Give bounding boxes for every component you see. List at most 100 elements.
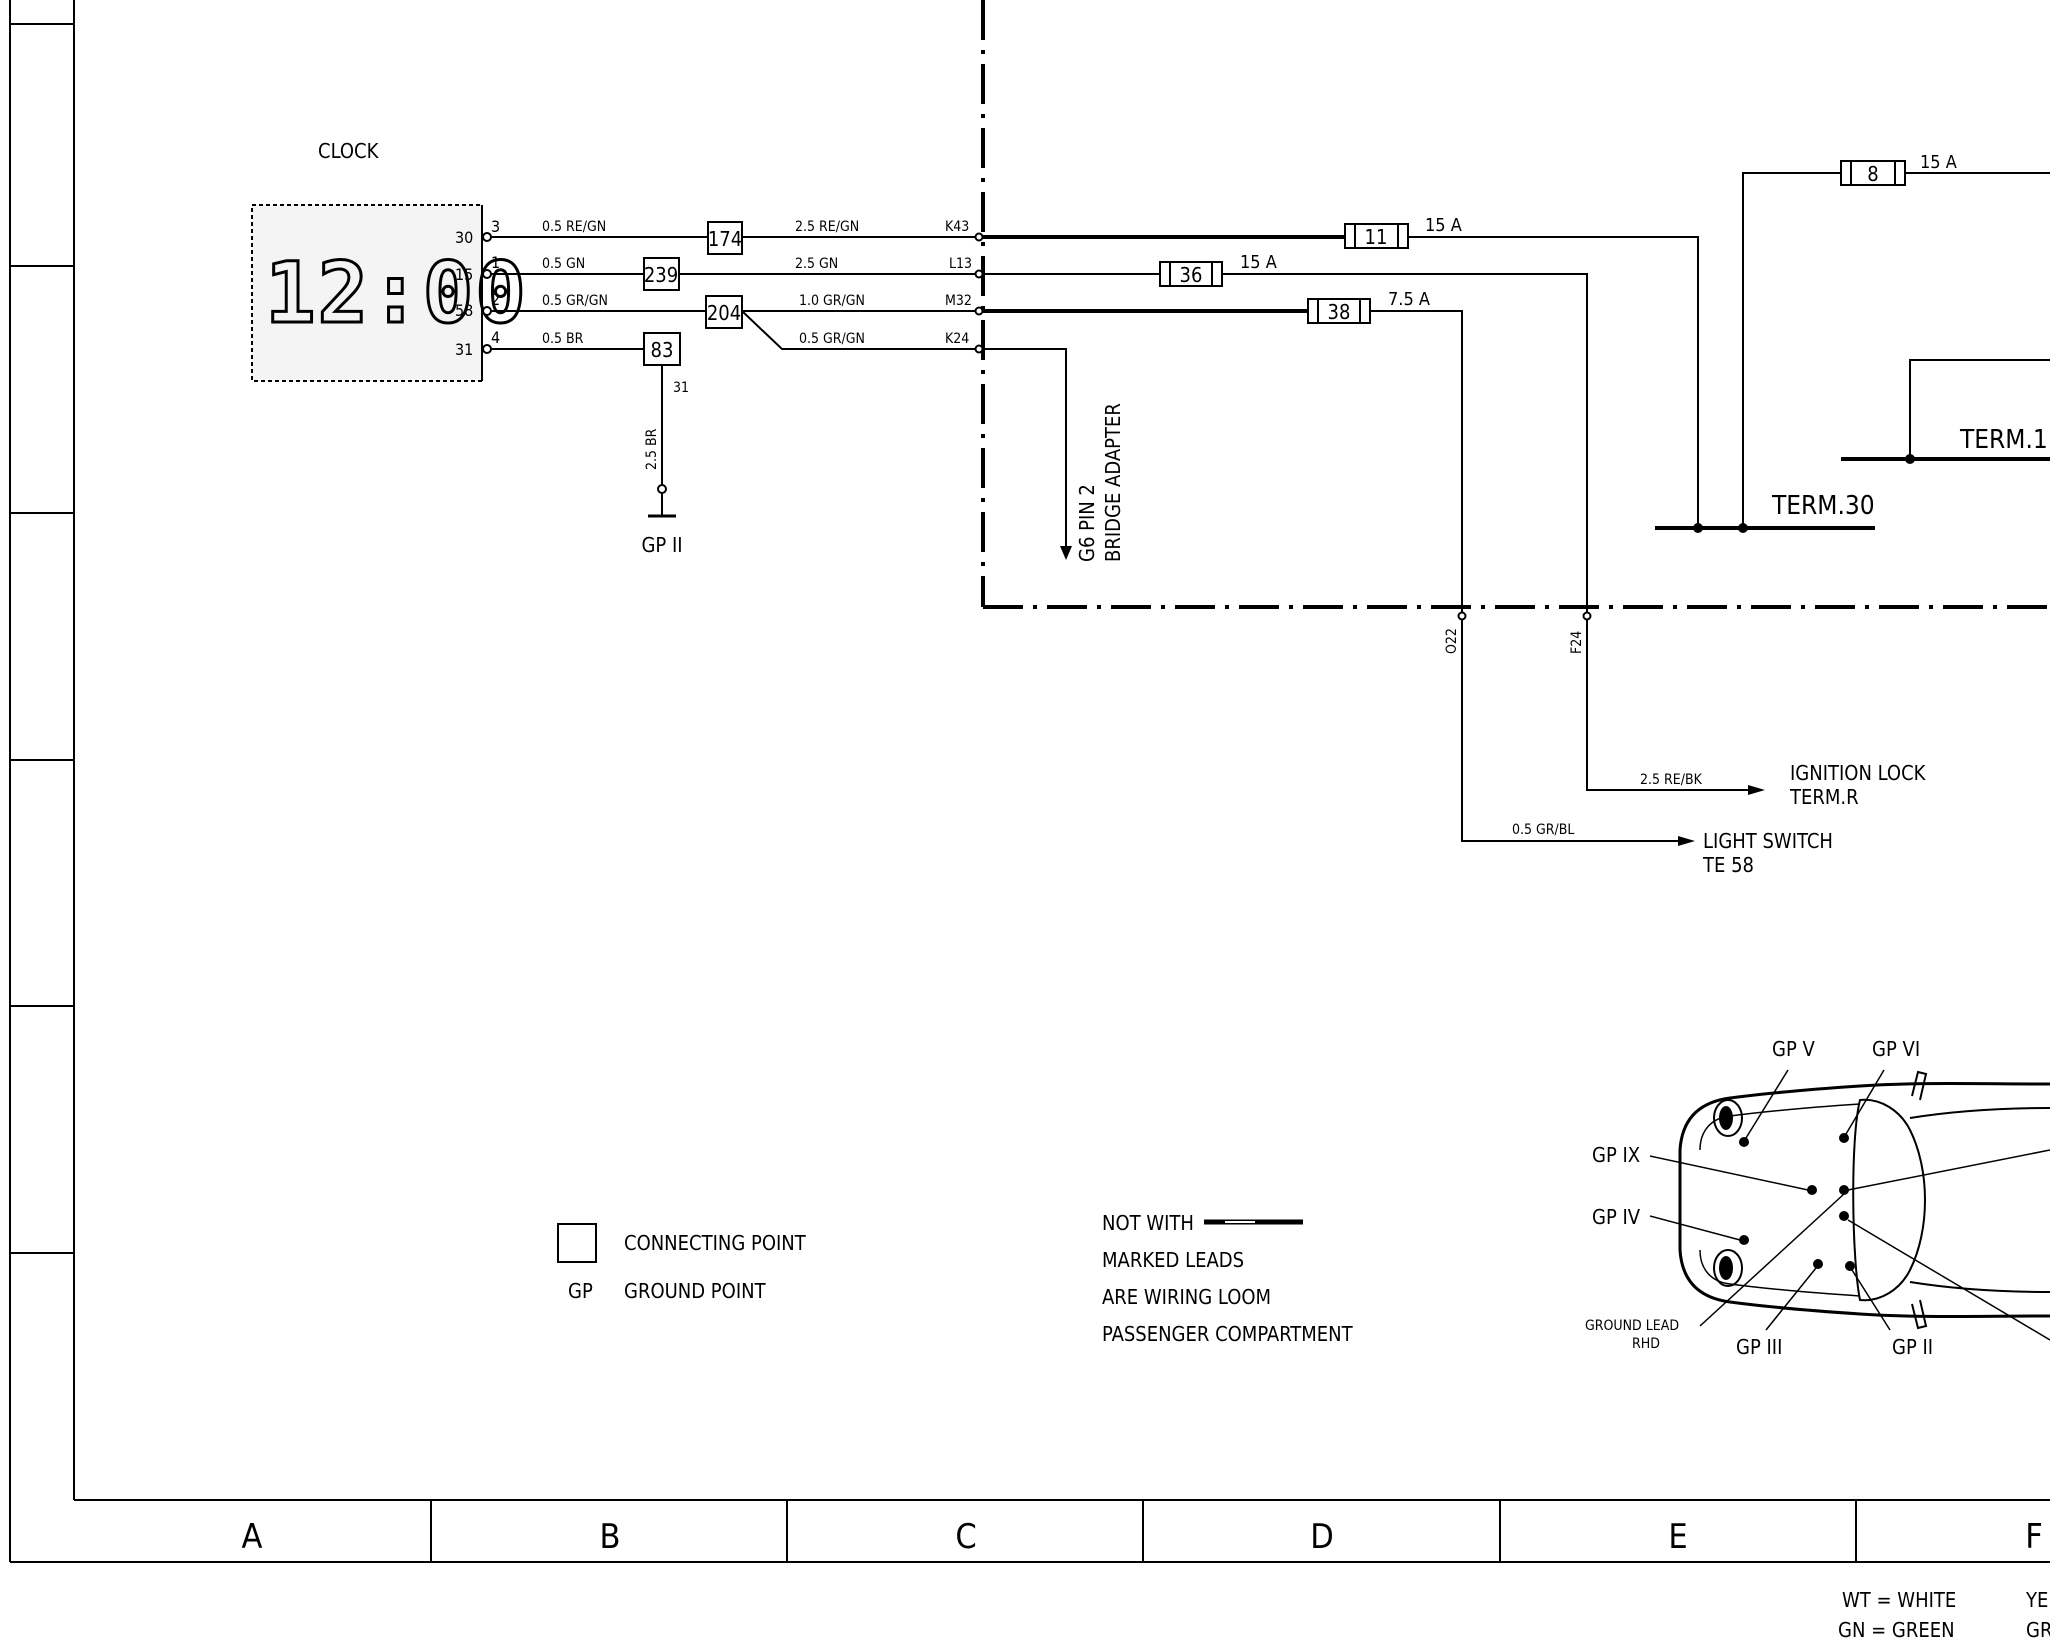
fuse-8: 8 15 A xyxy=(1840,152,1957,186)
note-line-2: MARKED LEADS xyxy=(1102,1248,1244,1272)
fuse-wiring xyxy=(983,172,2050,612)
color-key-green: GN = GREEN xyxy=(1838,1618,1955,1642)
svg-text:BRIDGE ADAPTER: BRIDGE ADAPTER xyxy=(1101,403,1125,562)
wire-label-w4-right: 0.5 GR/GN xyxy=(799,331,865,347)
clock-pin-31: 31 4 xyxy=(455,328,500,359)
ground-pin-label: 31 xyxy=(673,380,689,396)
color-key: WT = WHITE GN = GREEN YE GR xyxy=(1838,1588,2050,1642)
svg-text:15 A: 15 A xyxy=(1425,215,1462,236)
svg-text:31: 31 xyxy=(455,340,473,359)
bridge-adapter-label: G6 PIN 2 BRIDGE ADAPTER xyxy=(1075,403,1125,562)
ground-lead-label-1: GROUND LEAD xyxy=(1585,1318,1679,1334)
svg-text:4: 4 xyxy=(491,328,500,347)
wire-label-light: 0.5 GR/BL xyxy=(1512,822,1574,838)
clock-display-digits: 12:00 xyxy=(265,244,528,342)
legend: CONNECTING POINT GP GROUND POINT xyxy=(557,1223,807,1303)
legend-ground-point: GROUND POINT xyxy=(624,1279,767,1303)
clock-component: CLOCK 12:00 30 3 15 1 58 2 31 4 xyxy=(251,139,528,382)
fuse-11: 11 15 A xyxy=(1344,215,1462,249)
headlamp-right xyxy=(1713,1249,1743,1287)
wire-label-w3-left: 0.5 GR/GN xyxy=(542,293,608,309)
terminal-30-label: TERM.30 xyxy=(1771,491,1875,521)
connecting-point-204: 204 xyxy=(705,295,743,329)
svg-text:3: 3 xyxy=(491,217,500,236)
connector-o22: O22 xyxy=(1444,628,1460,654)
fuse-36: 36 15 A xyxy=(1159,252,1277,287)
svg-text:15 A: 15 A xyxy=(1920,152,1957,173)
clock-title: CLOCK xyxy=(318,139,380,163)
wire-label-w4-left: 0.5 BR xyxy=(542,331,584,347)
svg-text:174: 174 xyxy=(708,227,742,251)
connecting-point-83: 83 xyxy=(643,332,681,366)
column-label-c: C xyxy=(955,1517,976,1557)
wire-label-w2-left: 0.5 GN xyxy=(542,256,585,272)
connecting-points: 174 239 204 83 xyxy=(643,221,743,366)
clock-display-panel xyxy=(251,204,483,382)
clock-pin-30: 30 3 xyxy=(455,217,500,247)
gp3-label: GP III xyxy=(1736,1335,1782,1359)
svg-text:204: 204 xyxy=(707,301,741,325)
svg-text:7.5 A: 7.5 A xyxy=(1388,289,1430,310)
gp5-label: GP V xyxy=(1772,1037,1816,1061)
wire-label-w1-right: 2.5 RE/GN xyxy=(795,219,859,235)
lower-connectors: O22 F24 2.5 RE/BK 0.5 GR/BL xyxy=(1444,611,1765,846)
wire-label-w2-right: 2.5 GN xyxy=(795,256,838,272)
loom-note: NOT WITH MARKED LEADS ARE WIRING LOOM PA… xyxy=(1102,1211,1354,1346)
connector-k24: K24 xyxy=(945,331,969,347)
fuses: 11 15 A 36 15 A 38 7.5 A 8 15 A xyxy=(1159,152,1957,324)
gp2-car-label: GP II xyxy=(1892,1335,1933,1359)
clock-wiring xyxy=(491,236,975,485)
note-line-4: PASSENGER COMPARTMENT xyxy=(1102,1322,1354,1346)
svg-text:11: 11 xyxy=(1365,225,1388,249)
destination-light-switch: LIGHT SWITCH TE 58 xyxy=(1702,829,1833,877)
connector-f24: F24 xyxy=(1569,631,1585,654)
wire-label-ground: 2.5 BR xyxy=(644,428,660,470)
fuse-38: 38 7.5 A xyxy=(1307,289,1430,324)
svg-text:38: 38 xyxy=(1328,300,1351,324)
svg-text:TERM.R: TERM.R xyxy=(1789,785,1859,809)
connector-k43: K43 xyxy=(945,219,969,235)
svg-text:15: 15 xyxy=(455,265,473,284)
column-label-a: A xyxy=(242,1517,263,1557)
headlamp-left xyxy=(1713,1099,1743,1137)
svg-text:15 A: 15 A xyxy=(1240,252,1277,273)
gp9-label: GP IX xyxy=(1592,1143,1640,1167)
svg-text:83: 83 xyxy=(651,338,674,362)
svg-text:1: 1 xyxy=(491,253,500,272)
color-key-white: WT = WHITE xyxy=(1842,1588,1956,1612)
terminal-15-label: TERM.1 xyxy=(1959,425,2048,455)
connecting-point-174: 174 xyxy=(707,221,743,255)
wire-label-w3-right: 1.0 GR/GN xyxy=(799,293,865,309)
svg-text:58: 58 xyxy=(455,301,473,320)
gp4-label: GP IV xyxy=(1592,1205,1641,1229)
column-label-e: E xyxy=(1668,1517,1687,1557)
connector-l13: L13 xyxy=(949,256,972,272)
svg-text:2: 2 xyxy=(491,290,500,309)
compartment-boundary xyxy=(981,0,2050,609)
color-key-yellow: YE xyxy=(2025,1588,2048,1612)
connector-m32: M32 xyxy=(945,293,972,309)
column-label-b: B xyxy=(600,1517,621,1557)
gp6-label: GP VI xyxy=(1872,1037,1920,1061)
connecting-point-239: 239 xyxy=(643,257,680,291)
svg-text:TE 58: TE 58 xyxy=(1702,853,1754,877)
svg-text:IGNITION LOCK: IGNITION LOCK xyxy=(1790,761,1927,785)
ground-point-label: GP II xyxy=(641,533,682,557)
wire-label-ignition: 2.5 RE/BK xyxy=(1640,772,1703,788)
legend-gp-abbr: GP xyxy=(568,1279,593,1303)
legend-connecting-point-symbol xyxy=(557,1223,597,1263)
arrow-bridge-adapter xyxy=(1060,546,1072,560)
svg-text:8: 8 xyxy=(1867,162,1878,186)
wire-label-w1-left: 0.5 RE/GN xyxy=(542,219,606,235)
color-key-grey: GR xyxy=(2026,1618,2050,1642)
column-label-f: F xyxy=(2025,1517,2043,1557)
note-line-1: NOT WITH xyxy=(1102,1211,1194,1235)
svg-text:239: 239 xyxy=(644,263,678,287)
boundary-connectors: K43 L13 M32 K24 xyxy=(945,219,984,354)
svg-text:30: 30 xyxy=(455,228,473,247)
clock-pin-15: 15 1 xyxy=(455,253,500,284)
legend-connecting-point: CONNECTING POINT xyxy=(624,1231,807,1255)
column-label-d: D xyxy=(1310,1517,1334,1557)
svg-text:36: 36 xyxy=(1180,263,1203,287)
